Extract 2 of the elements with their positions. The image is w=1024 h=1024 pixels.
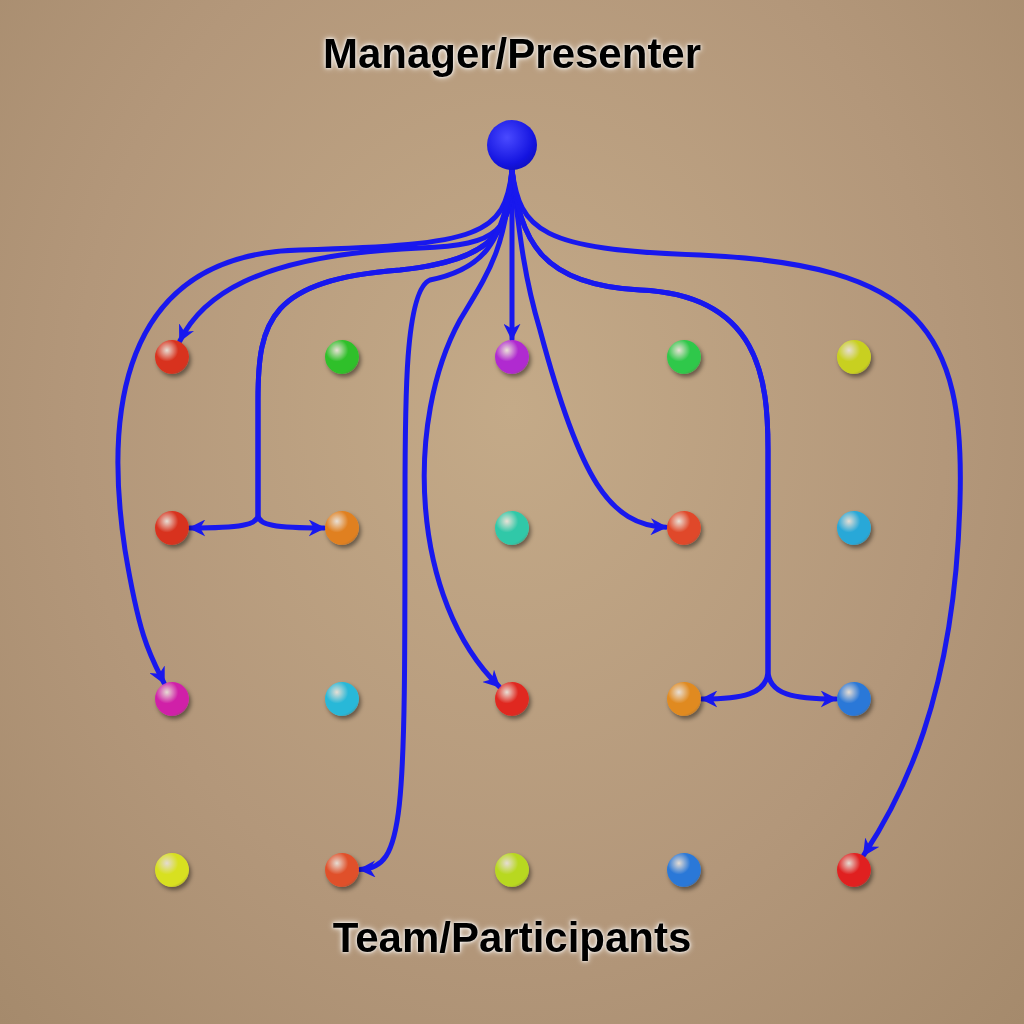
heading-text: Manager/Presenter bbox=[321, 29, 703, 79]
group-label: Team/Participants bbox=[331, 913, 693, 963]
